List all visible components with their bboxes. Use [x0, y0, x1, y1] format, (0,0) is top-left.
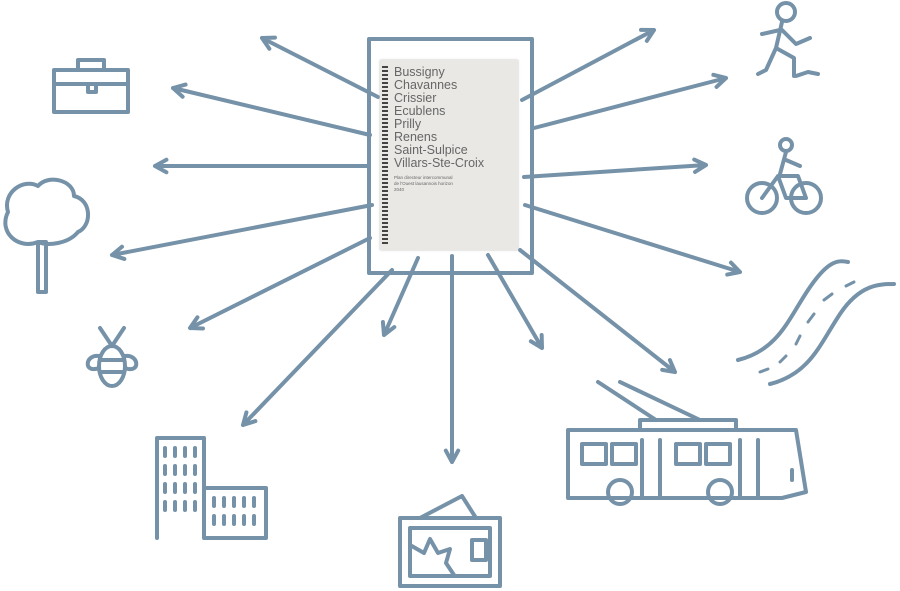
- town-label: Prilly: [394, 117, 422, 131]
- arrow: [153, 157, 370, 175]
- arrow: [486, 253, 544, 350]
- town-label: Bussigny: [394, 65, 445, 79]
- arrow: [171, 82, 372, 137]
- town-label: Chavannes: [394, 78, 458, 92]
- arrow: [523, 203, 742, 277]
- road-icon: [736, 259, 896, 386]
- painting-icon: [398, 494, 502, 588]
- building-icon: [155, 436, 268, 540]
- tree-icon: [3, 177, 90, 294]
- runner-icon: [756, 1, 820, 78]
- document-cover: Bussigny Chavannes Crissier Ecublens Pri…: [380, 60, 518, 250]
- arrow: [241, 268, 394, 427]
- bicycle-icon: [745, 137, 823, 215]
- bee-icon: [85, 326, 139, 388]
- arrow: [522, 157, 708, 179]
- spiral-binding: [382, 66, 388, 246]
- town-label: Crissier: [394, 91, 437, 105]
- town-label: Villars-Ste-Croix: [394, 156, 485, 170]
- briefcase-icon: [52, 58, 130, 114]
- arrow: [532, 72, 728, 130]
- arrow: [260, 35, 380, 99]
- town-label: Saint-Sulpice: [394, 143, 468, 157]
- trolleybus-icon: [566, 380, 808, 506]
- town-label: Ecublens: [394, 104, 446, 118]
- arrow: [188, 236, 372, 331]
- arrow: [443, 254, 461, 464]
- arrow: [520, 27, 656, 102]
- town-label: Renens: [394, 130, 438, 144]
- document-subtitle: Plan directeur intercommunal de l'Ouest …: [394, 175, 453, 192]
- arrow: [380, 256, 420, 337]
- arrow: [110, 203, 374, 261]
- arrow: [518, 248, 677, 374]
